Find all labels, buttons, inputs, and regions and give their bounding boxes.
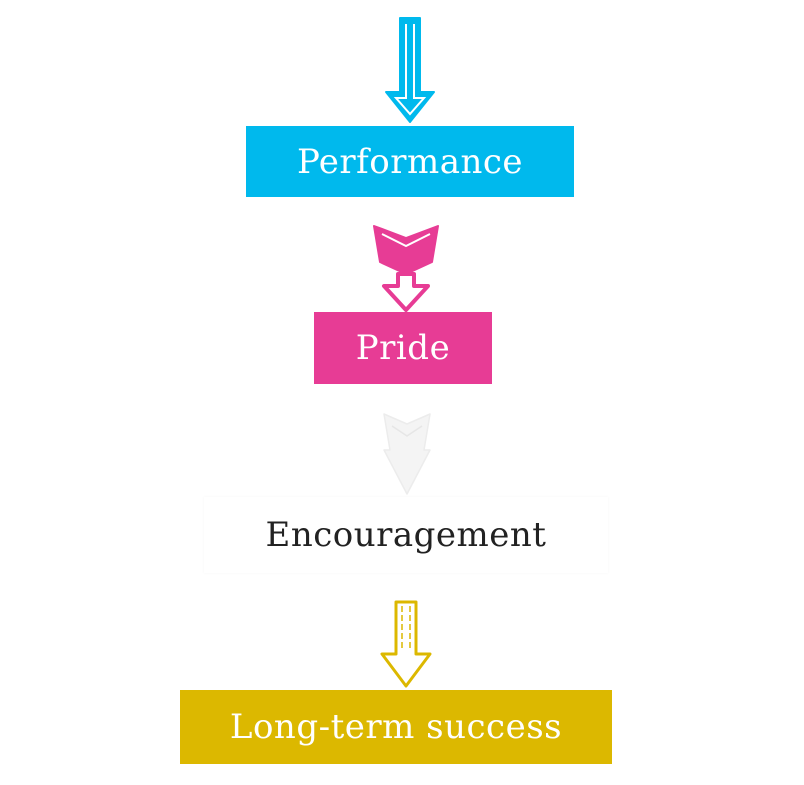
step-encouragement: Encouragement — [204, 497, 608, 573]
step-pride: Pride — [314, 312, 492, 384]
step-label: Pride — [355, 328, 451, 368]
step-label: Encouragement — [265, 515, 547, 555]
step-performance: Performance — [246, 126, 574, 197]
arrow-encouragement-to-success-icon — [380, 600, 432, 688]
step-label: Performance — [296, 141, 524, 182]
arrow-performance-to-pride-icon — [373, 225, 439, 312]
arrow-pride-to-encouragement-icon — [383, 413, 431, 495]
step-label: Long-term success — [229, 707, 563, 747]
step-long-term-success: Long-term success — [180, 690, 612, 764]
arrow-into-performance-icon — [385, 17, 435, 123]
